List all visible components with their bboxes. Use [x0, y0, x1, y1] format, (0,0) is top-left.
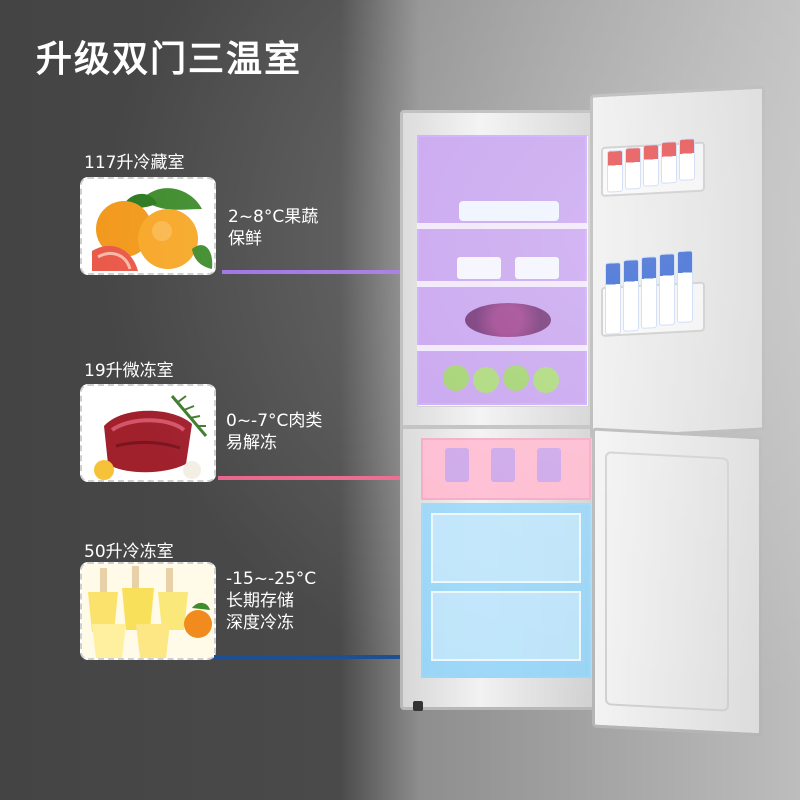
milk-carton: [643, 143, 659, 187]
fridge-pointer-line: [222, 270, 418, 274]
soft-freeze-temp-line1: 0~-7°C肉类: [226, 411, 323, 431]
soft-freeze-temp-line2: 易解冻: [226, 433, 277, 453]
door-liner: [605, 451, 729, 712]
apple: [533, 367, 559, 393]
fridge-compartment-highlight: [417, 135, 587, 405]
milk-carton: [625, 146, 641, 190]
freezer-compartment-highlight: [421, 503, 591, 678]
freezer-temp-line2: 长期存储: [226, 591, 294, 611]
fridge-temp-line1: 2~8°C果蔬: [228, 207, 319, 227]
apple: [473, 367, 499, 393]
soft-freeze-pointer-line: [218, 476, 418, 480]
soft-freeze-temp-desc: 0~-7°C肉类 易解冻: [226, 410, 322, 454]
freezer-drawer: [431, 591, 581, 661]
ice-cream-cup: [445, 448, 469, 482]
yogurt-box: [457, 257, 501, 279]
milk-carton: [607, 149, 623, 193]
freezer-temp-line1: -15~-25°C: [226, 569, 317, 589]
popsicle-icon: [80, 562, 216, 660]
ice-cream-cup: [537, 448, 561, 482]
raw-meat-icon: [80, 384, 216, 482]
fridge-capacity-label: 117升冷藏室: [84, 153, 185, 173]
fridge-shelf: [417, 345, 587, 352]
milk-carton: [679, 138, 695, 181]
fridge-shelf: [417, 223, 587, 230]
fridge-door-lower: [592, 427, 762, 737]
soft-freeze-capacity-label: 19升微冻室: [84, 361, 174, 381]
drink-bottle: [659, 253, 675, 326]
door-divider: [403, 425, 597, 429]
page-title: 升级双门三温室: [36, 39, 303, 80]
freezer-temp-line3: 深度冷冻: [226, 613, 294, 633]
food-container: [459, 201, 559, 221]
fridge-foot: [413, 701, 423, 711]
freezer-drawer: [431, 513, 581, 583]
freezer-capacity-label: 50升冷冻室: [84, 542, 174, 562]
milk-carton: [661, 141, 677, 184]
apple: [503, 365, 529, 391]
fridge-door-upper: [590, 85, 765, 440]
yogurt-box: [515, 257, 559, 279]
fridge-shelf: [417, 281, 587, 288]
grape-plate: [465, 303, 551, 337]
ice-cream-cup: [491, 448, 515, 482]
freezer-temp-desc: -15~-25°C 长期存储 深度冷冻: [226, 568, 316, 634]
drink-bottle: [605, 261, 621, 335]
fridge-temp-desc: 2~8°C果蔬 保鲜: [228, 206, 318, 250]
orange-fruit-icon: [80, 177, 216, 275]
drink-bottle: [641, 256, 657, 329]
fridge-temp-line2: 保鲜: [228, 229, 262, 249]
freezer-pointer-line: [214, 655, 418, 659]
apple: [443, 365, 469, 391]
drink-bottle: [623, 259, 639, 332]
refrigerator-body: [400, 110, 600, 711]
drink-bottle: [677, 250, 693, 324]
